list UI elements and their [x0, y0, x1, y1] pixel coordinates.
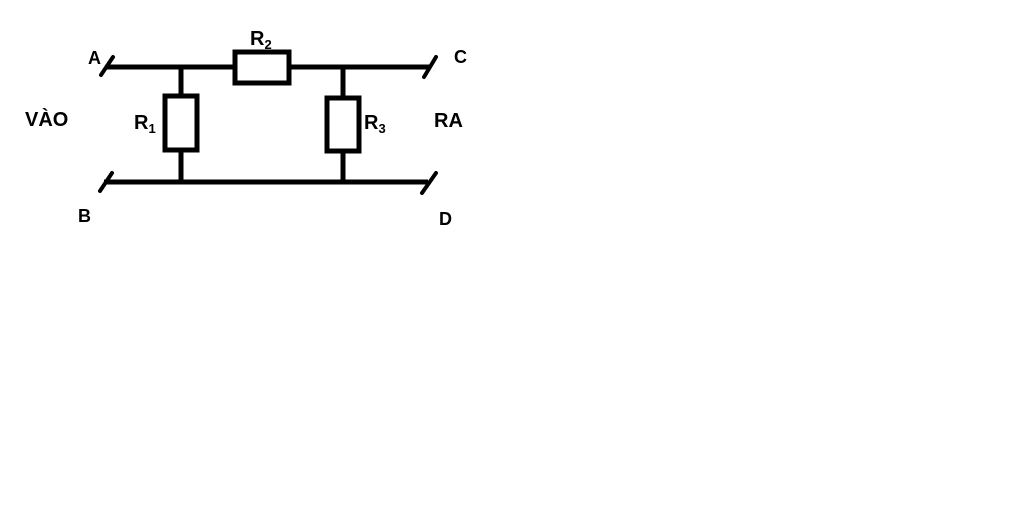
terminal-c-label: C: [454, 47, 467, 67]
resistor-r3-index: 3: [378, 121, 385, 136]
resistor-r1-letter: R: [134, 112, 149, 134]
resistor-r1-label: R1: [134, 112, 156, 136]
terminal-d-label: D: [439, 209, 452, 229]
input-label: VÀO: [25, 108, 68, 131]
terminal-a-label: A: [88, 48, 101, 68]
terminal-b-label: B: [78, 206, 91, 226]
resistor-r3: [324, 95, 362, 154]
resistor-r2-label: R2: [250, 28, 272, 52]
terminal-b-tick: [98, 171, 114, 193]
resistor-r3-label: R3: [364, 112, 386, 136]
resistor-r3-letter: R: [364, 112, 379, 134]
resistor-r2: [232, 49, 292, 86]
resistor-r1-index: 1: [148, 121, 155, 136]
resistor-r1: [162, 93, 200, 153]
resistor-r2-index: 2: [264, 37, 271, 52]
terminal-d-tick: [420, 171, 438, 195]
output-label: RA: [434, 110, 463, 132]
resistor-r2-letter: R: [250, 28, 265, 50]
terminal-a-tick: [99, 55, 115, 77]
terminal-c-tick: [422, 55, 438, 79]
